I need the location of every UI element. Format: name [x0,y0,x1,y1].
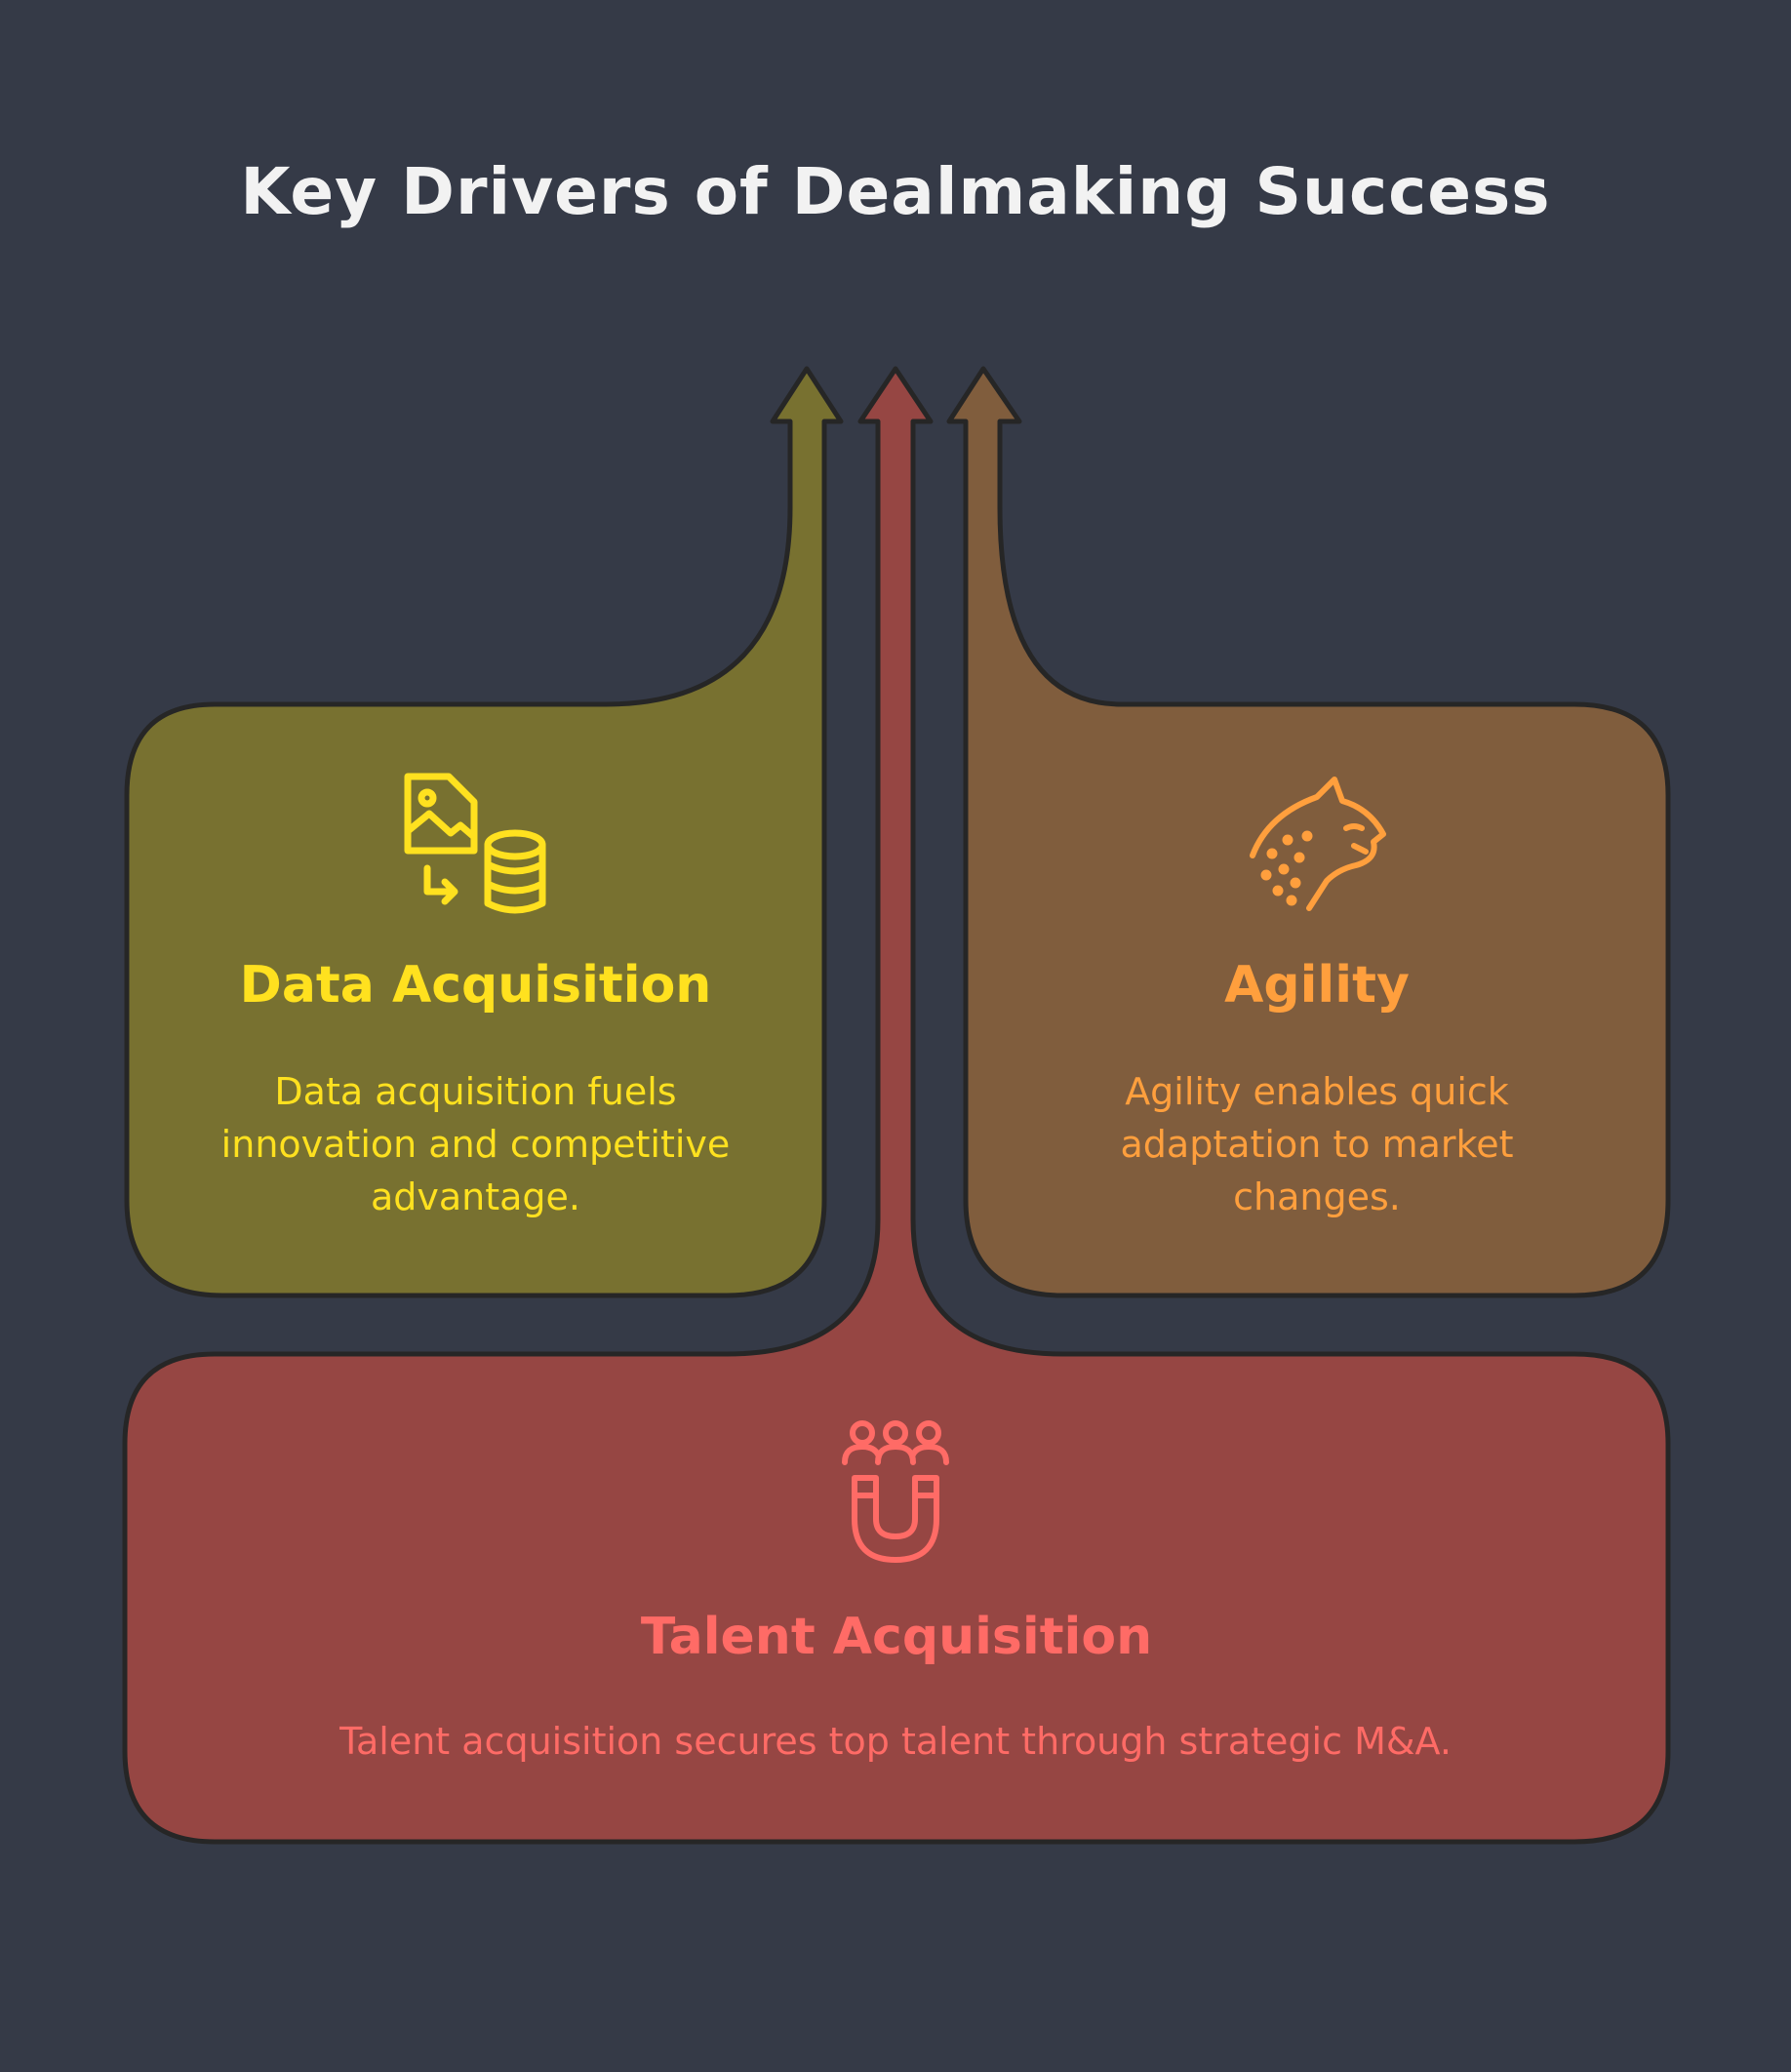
page-title: Key Drivers of Dealmaking Success [240,154,1551,229]
magnet-people-icon [842,1420,949,1563]
image-to-database-icon [404,773,546,914]
data-acquisition-description: Data acquisition fuels innovation and co… [220,1070,731,1218]
talent-acquisition-shape [122,366,1671,1845]
talent-acquisition-title: Talent Acquisition [640,1608,1153,1666]
data-acquisition-shape [124,366,844,1298]
data-acquisition-title: Data Acquisition [239,956,712,1015]
talent-acquisition-description: Talent acquisition secures top talent th… [339,1720,1452,1763]
cheetah-icon [1250,777,1386,911]
agility-description: Agility enables quick adaptation to mark… [1120,1070,1514,1218]
agility-title: Agility [1224,956,1410,1015]
